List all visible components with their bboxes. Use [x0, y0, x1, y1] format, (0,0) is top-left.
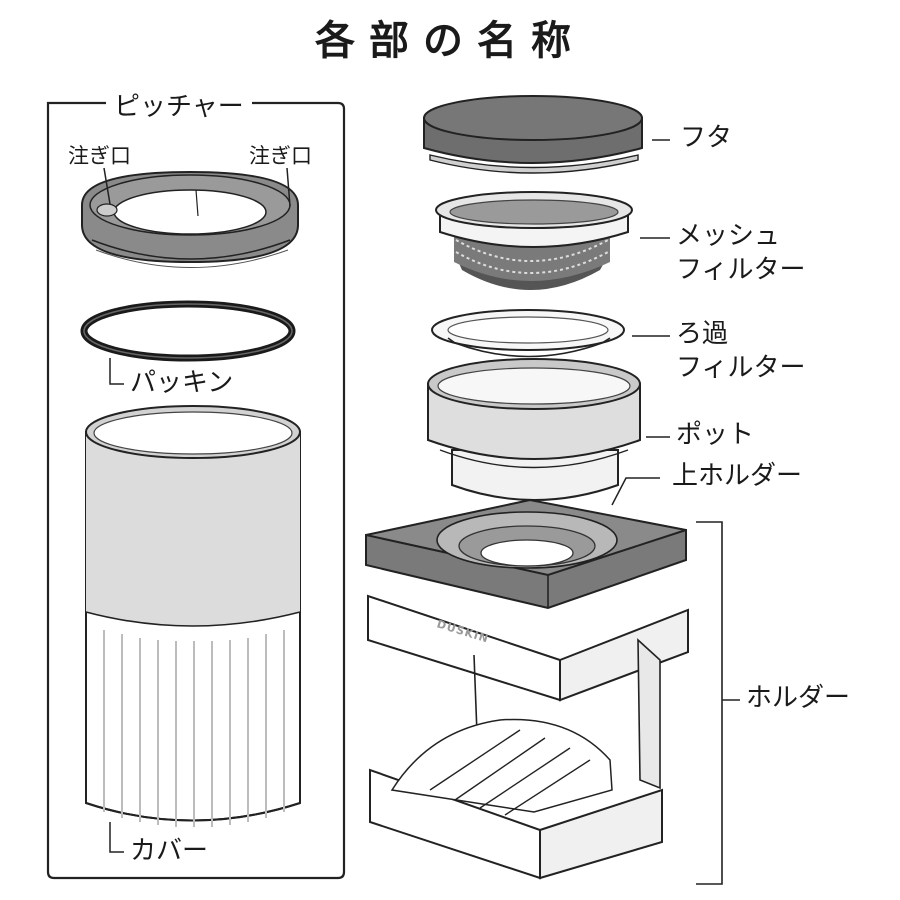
pot — [427, 358, 641, 501]
spout-ring — [81, 170, 299, 268]
spout-left-label: 注ぎ口 — [68, 144, 131, 168]
holder-stand — [367, 594, 689, 880]
filtration-filter — [431, 309, 625, 358]
spout-right-leader — [286, 167, 291, 207]
mesh-filter-label-line2: フィルター — [676, 255, 806, 285]
filtration-filter-label-line2: フィルター — [676, 353, 806, 383]
packing-ring — [80, 300, 296, 362]
upper-holder-label: 上ホルダー — [672, 461, 803, 491]
upper-holder-leader — [611, 477, 660, 506]
pitcher-group-frame — [46, 101, 346, 880]
holder-label: ホルダー — [746, 683, 851, 713]
cover-label: カバー — [130, 836, 209, 866]
spout-left-leader — [103, 167, 111, 205]
cover-leader — [109, 822, 124, 853]
mesh-filter — [435, 191, 633, 290]
lid-label: フタ — [680, 123, 733, 153]
pitcher-group-label: ピッチャー — [106, 86, 252, 123]
pitcher-body — [85, 405, 301, 827]
filtration-filter-label-line1: ろ過 — [676, 319, 729, 349]
lid — [423, 95, 643, 174]
packing-leader — [109, 358, 124, 385]
packing-label: パッキン — [130, 368, 234, 398]
upper-holder — [365, 498, 687, 610]
page-title: 各部の名称 — [315, 18, 585, 64]
mesh-filter-label-line1: メッシュ — [676, 221, 781, 251]
holder-bracket — [696, 521, 740, 885]
pot-label: ポット — [676, 420, 755, 450]
spout-right-label: 注ぎ口 — [249, 144, 312, 168]
